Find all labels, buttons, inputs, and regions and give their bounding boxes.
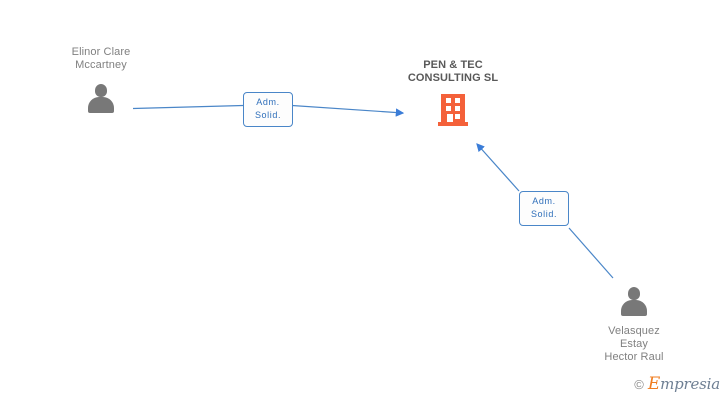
building-icon-window bbox=[455, 98, 460, 103]
edge-line-velasquez-lower bbox=[568, 227, 614, 279]
building-icon-window bbox=[446, 98, 451, 103]
edge-label-elinor-to-company[interactable]: Adm. Solid. bbox=[243, 92, 293, 127]
building-icon-window bbox=[446, 106, 451, 111]
person-icon-body bbox=[621, 300, 647, 316]
node-company-pen-tec[interactable]: PEN & TEC CONSULTING SL bbox=[373, 59, 533, 126]
person-icon bbox=[86, 83, 116, 113]
node-person-elinor[interactable]: Elinor Clare Mccartney bbox=[21, 46, 181, 113]
node-person-velasquez[interactable]: Velasquez Estay Hector Raul bbox=[554, 286, 714, 364]
person-icon-head bbox=[628, 287, 640, 300]
brand-initial: E bbox=[647, 374, 661, 394]
brand-wordmark: Empresia bbox=[648, 374, 720, 394]
copyright-icon: © bbox=[634, 376, 644, 392]
node-label-person-elinor: Elinor Clare Mccartney bbox=[71, 46, 131, 71]
empresia-watermark: © Empresia bbox=[634, 374, 720, 394]
building-icon-door bbox=[447, 114, 453, 122]
edge-label-velasquez-to-company[interactable]: Adm. Solid. bbox=[519, 191, 569, 226]
person-icon-body bbox=[88, 97, 114, 113]
edge-line-elinor-left bbox=[132, 104, 244, 110]
person-icon-head bbox=[95, 84, 107, 97]
building-icon-window bbox=[455, 106, 460, 111]
building-icon-base bbox=[438, 122, 468, 126]
person-icon bbox=[619, 286, 649, 316]
node-label-person-velasquez: Velasquez Estay Hector Raul bbox=[604, 325, 664, 363]
building-icon-window bbox=[455, 114, 460, 119]
building-icon-tower bbox=[441, 94, 465, 122]
edge-line-elinor-right bbox=[291, 104, 405, 117]
node-label-company-pen-tec: PEN & TEC CONSULTING SL bbox=[407, 59, 499, 84]
edge-line-velasquez-upper bbox=[476, 143, 520, 192]
brand-rest: mpresia bbox=[660, 375, 720, 393]
building-icon bbox=[438, 94, 468, 126]
